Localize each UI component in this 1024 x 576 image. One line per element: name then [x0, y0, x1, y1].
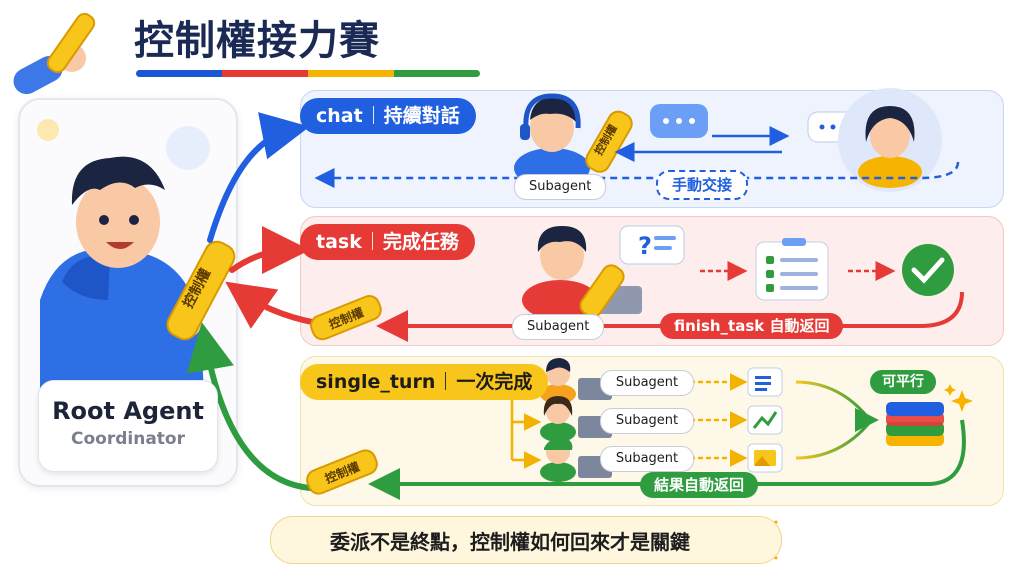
chart-icon: [747, 405, 783, 435]
decor-dot: [166, 126, 210, 170]
mode-pill-chat: chat 持續對話: [300, 98, 476, 134]
single-subagent-tag: Subagent: [600, 446, 694, 472]
single-subagent-tag: Subagent: [600, 370, 694, 396]
hand-baton-icon: [13, 12, 96, 95]
task-return-baton: 控制權: [310, 295, 382, 341]
chat-handoff-badge: 手動交接: [656, 170, 749, 200]
page-title: 控制權接力賽: [134, 18, 380, 64]
footer-text: 委派不是終點，控制權如何回來才是關鍵: [330, 530, 690, 554]
mode-pill-single-turn: single_turn 一次完成: [300, 364, 549, 400]
mode-desc: 持續對話: [383, 105, 460, 127]
arrow-to-task: [229, 226, 310, 275]
mode-name: task: [316, 231, 362, 253]
parallel-badge: 可平行: [870, 370, 936, 394]
check-circle-icon: [902, 244, 954, 296]
image-icon: [747, 443, 783, 473]
user-avatar: [838, 88, 942, 192]
question-icon: ?: [619, 225, 685, 265]
stack-icon: [886, 402, 944, 446]
chat-bubble-icon: [650, 104, 708, 138]
document-icon: [747, 367, 783, 397]
root-agent-subtitle: Coordinator: [71, 429, 185, 449]
single-return-baton: 控制權: [306, 449, 378, 495]
single-return-badge: 結果自動返回: [640, 472, 759, 498]
root-agent-label: Root Agent Coordinator: [38, 380, 218, 472]
task-return-line: [376, 291, 964, 342]
footer-callout: [270, 516, 782, 564]
mode-name: chat: [316, 105, 363, 127]
mode-pill-task: task 完成任務: [300, 224, 475, 260]
decor-dot: [37, 119, 59, 141]
single-return-line: [368, 419, 966, 500]
single-subagent-avatar: [540, 396, 612, 442]
mode-desc: 完成任務: [382, 231, 459, 253]
task-return-badge: finish_task 自動返回: [660, 313, 844, 339]
root-agent-avatar: [40, 156, 205, 410]
single-subagent-tag: Subagent: [600, 408, 694, 434]
title-underline: [136, 70, 480, 77]
sparkle-icon: [944, 384, 973, 412]
mode-desc: 一次完成: [456, 371, 533, 393]
checklist-icon: [755, 238, 829, 301]
single-return-to-root: [186, 322, 313, 491]
arrow-to-chat: [207, 112, 310, 243]
task-subagent-tag: Subagent: [512, 314, 605, 340]
task-subagent-avatar: [522, 226, 642, 320]
chat-subagent-tag: Subagent: [514, 174, 607, 200]
mode-name: single_turn: [316, 371, 436, 393]
svg-text:?: ?: [638, 232, 652, 260]
root-agent-title: Root Agent: [52, 397, 204, 425]
chat-dashed-return: [314, 161, 960, 188]
root-baton: 控制權: [166, 240, 236, 341]
chat-baton: 控制權: [585, 110, 633, 173]
